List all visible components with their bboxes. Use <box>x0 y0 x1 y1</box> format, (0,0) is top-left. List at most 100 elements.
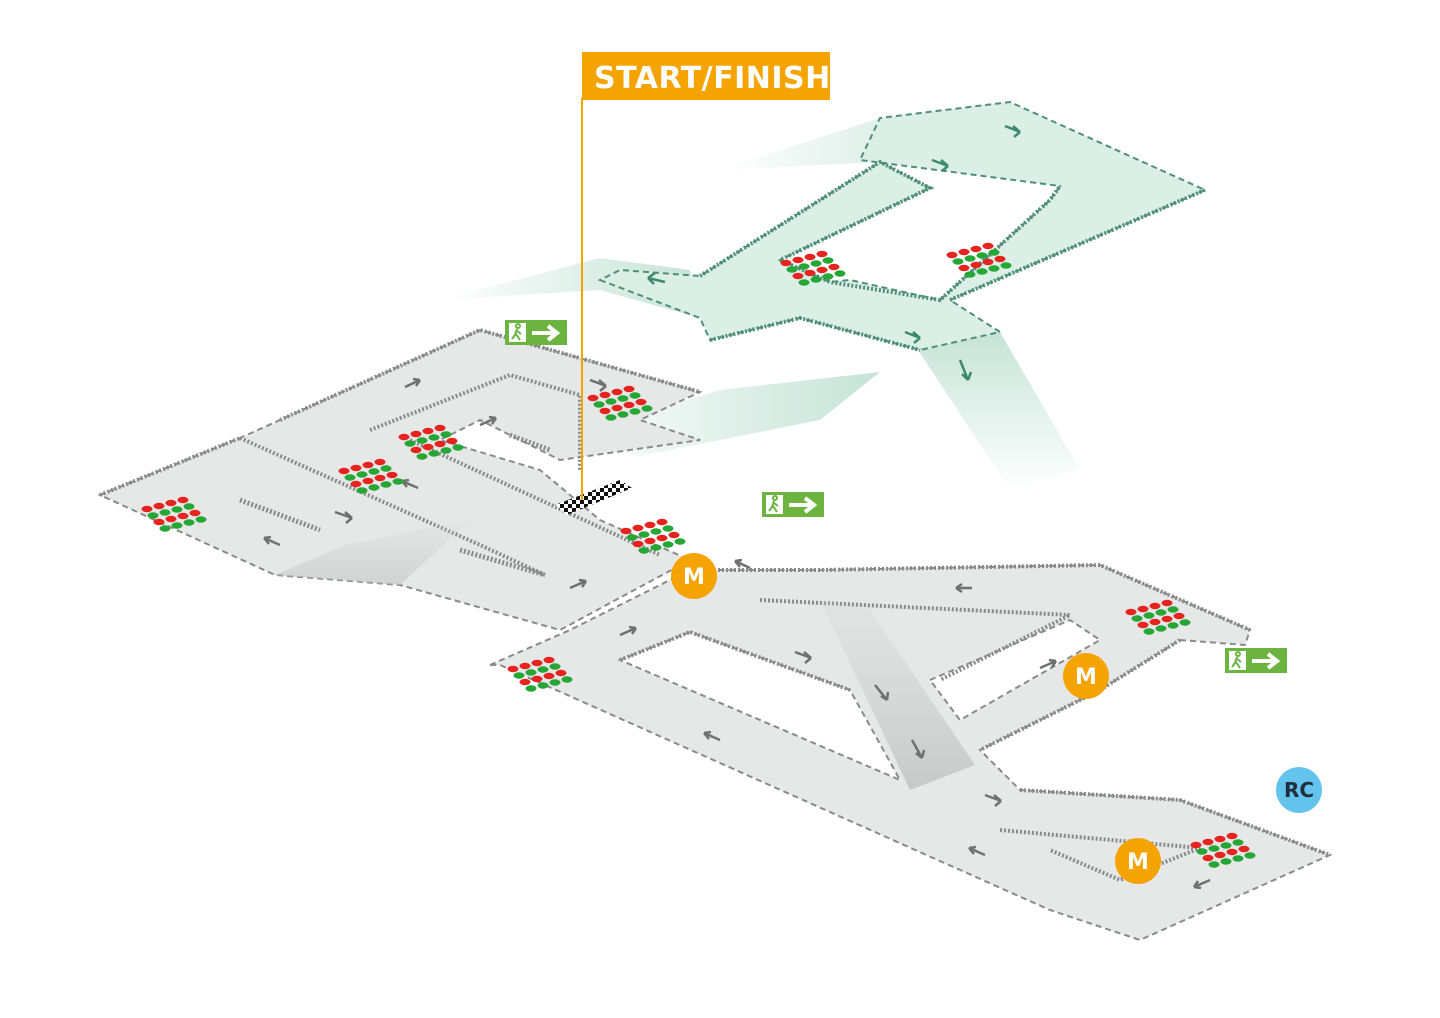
direction-arrow-icon <box>1004 124 1021 138</box>
starting-light <box>153 502 165 510</box>
race-control-marker[interactable]: RC <box>1276 767 1322 813</box>
starting-light <box>171 506 183 513</box>
starting-light <box>786 266 798 273</box>
starting-light <box>958 248 970 256</box>
starting-light <box>410 446 422 454</box>
starting-light <box>593 401 605 408</box>
starting-light <box>1214 851 1226 859</box>
starting-light <box>537 666 549 673</box>
starting-light <box>587 394 599 402</box>
starting-light <box>599 407 611 415</box>
starting-light <box>638 531 650 538</box>
starting-light <box>525 685 537 692</box>
starting-lights-icon <box>338 458 404 494</box>
starting-light <box>1220 842 1232 849</box>
starting-light <box>356 471 368 478</box>
starting-light <box>641 405 653 412</box>
starting-light <box>970 261 982 269</box>
starting-light <box>434 424 446 432</box>
starting-light <box>1167 622 1179 629</box>
starting-light <box>656 534 668 542</box>
starting-light <box>525 669 537 676</box>
starting-light <box>374 458 386 466</box>
starting-light <box>792 256 804 264</box>
starting-light <box>611 388 623 396</box>
starting-light <box>1143 628 1155 635</box>
starting-light <box>816 266 828 274</box>
starting-lights-icon <box>946 242 1012 278</box>
starting-light <box>804 253 816 261</box>
starting-light <box>519 678 531 686</box>
starting-light <box>674 538 686 545</box>
starting-light <box>804 269 816 277</box>
starting-light <box>159 509 171 516</box>
starting-light <box>1167 606 1179 613</box>
start-finish-label-box <box>582 52 830 100</box>
starting-light <box>338 467 350 475</box>
starting-light <box>171 522 183 529</box>
starting-light <box>1143 612 1155 619</box>
direction-arrow-icon <box>334 510 353 524</box>
starting-light <box>513 672 525 679</box>
starting-light <box>507 665 519 673</box>
starting-light <box>398 433 410 441</box>
starting-light <box>792 272 804 280</box>
starting-light <box>141 505 153 513</box>
starting-light <box>1179 619 1191 626</box>
starting-light <box>165 499 177 507</box>
starting-light <box>428 434 440 441</box>
lane-dividers <box>239 432 551 578</box>
starting-light <box>531 675 543 683</box>
starting-light <box>380 465 392 472</box>
starting-light <box>644 521 656 529</box>
starting-light <box>988 249 1000 256</box>
starting-light <box>561 676 573 683</box>
starting-light <box>189 509 201 517</box>
direction-arrow-icon <box>619 625 638 637</box>
starting-light <box>617 395 629 402</box>
starting-light <box>1137 605 1149 613</box>
starting-light <box>810 276 822 283</box>
exit-signs-layer <box>505 320 1287 673</box>
starting-light <box>626 534 638 541</box>
starting-light <box>605 398 617 405</box>
starting-light <box>1232 855 1244 862</box>
direction-arrow-icon <box>479 415 498 427</box>
starting-light <box>362 461 374 469</box>
starting-light <box>1208 845 1220 852</box>
upper-tail-down <box>918 332 1080 490</box>
starting-light <box>428 450 440 457</box>
marshal-post[interactable]: M <box>1063 653 1109 699</box>
starting-light <box>1149 618 1161 626</box>
starting-light <box>1137 621 1149 629</box>
marshal-post[interactable]: M <box>671 553 717 599</box>
starting-light <box>629 408 641 415</box>
starting-light <box>958 264 970 272</box>
starting-light <box>1226 848 1238 856</box>
starting-light <box>780 259 792 267</box>
direction-arrow-icon <box>955 582 972 594</box>
starting-light <box>1161 615 1173 623</box>
barrier-inner-4 <box>999 788 1331 883</box>
direction-arrow-icon <box>794 650 812 664</box>
starting-light <box>368 484 380 491</box>
starting-light <box>147 512 159 519</box>
starting-light <box>416 437 428 444</box>
starting-light <box>1173 612 1185 620</box>
starting-light <box>446 437 458 445</box>
starting-light <box>611 404 623 412</box>
starting-light <box>970 245 982 253</box>
checkered-flag-icon <box>555 480 632 515</box>
marshal-post[interactable]: M <box>1115 838 1161 884</box>
starting-light <box>828 263 840 271</box>
emergency-exit-arrow-icon <box>505 320 567 345</box>
starting-light <box>1214 835 1226 843</box>
starting-lights-icon <box>780 250 846 286</box>
starting-light <box>344 474 356 481</box>
starting-light <box>605 414 617 421</box>
starting-light <box>656 518 668 526</box>
direction-arrow-icon <box>931 158 949 172</box>
starting-light <box>976 268 988 275</box>
starting-light <box>440 431 452 438</box>
starting-light <box>1131 615 1143 622</box>
